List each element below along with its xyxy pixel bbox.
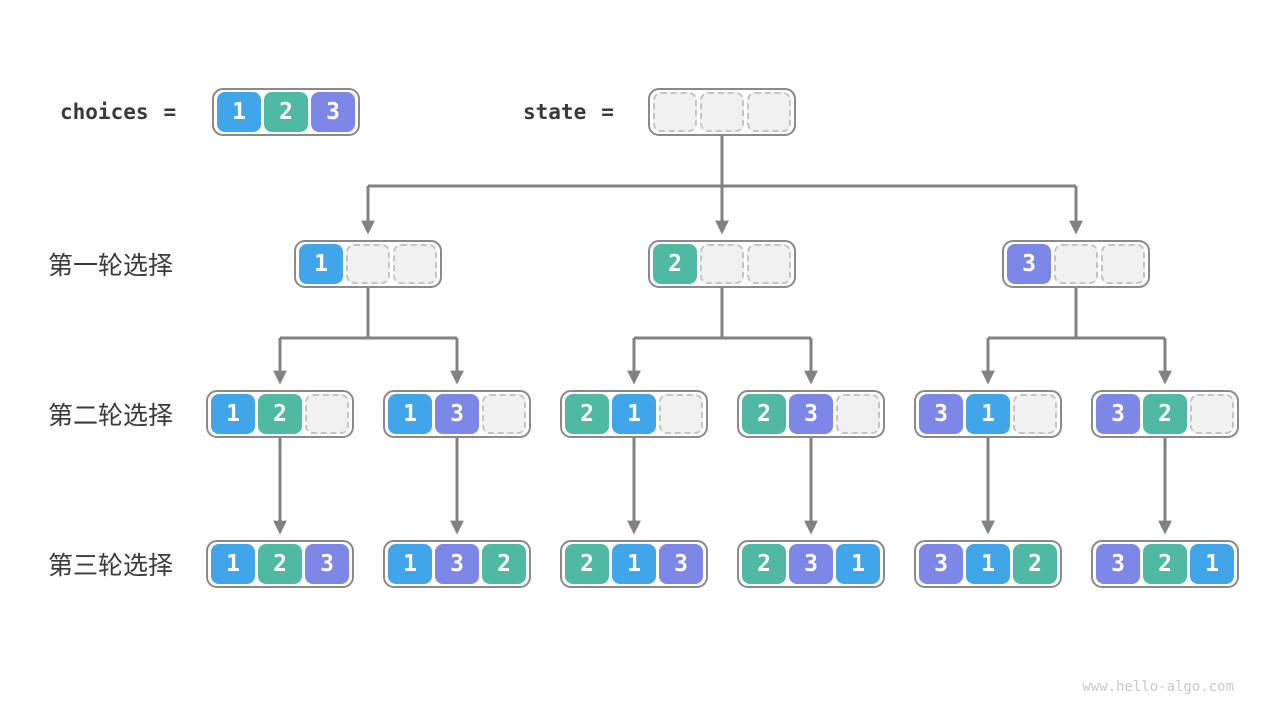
cell-value-1: 1 — [1190, 544, 1234, 584]
row-label-round-2: 第二轮选择 — [48, 402, 174, 430]
round1-to-round2-connectors — [273, 288, 1172, 385]
state-array-root — [648, 88, 796, 136]
cell-value-3: 3 — [919, 544, 963, 584]
root-to-round1-connectors — [361, 136, 1083, 235]
equals-sign: = — [601, 100, 614, 124]
cell-value-2: 2 — [264, 92, 308, 132]
equals-sign: = — [163, 100, 177, 124]
cell-value-1: 1 — [836, 544, 880, 584]
cell-value-1: 1 — [211, 544, 255, 584]
cell-empty — [747, 244, 791, 284]
cell-empty — [836, 394, 880, 434]
cell-empty — [700, 244, 744, 284]
cell-value-2: 2 — [1143, 394, 1187, 434]
cell-value-2: 2 — [653, 244, 697, 284]
cell-value-2: 2 — [742, 544, 786, 584]
cell-empty — [482, 394, 526, 434]
cell-value-2: 2 — [565, 544, 609, 584]
watermark: www.hello-algo.com — [1082, 679, 1234, 695]
cell-value-1: 1 — [388, 394, 432, 434]
cell-value-3: 3 — [919, 394, 963, 434]
cell-value-2: 2 — [258, 394, 302, 434]
cell-value-3: 3 — [305, 544, 349, 584]
cell-value-3: 3 — [789, 544, 833, 584]
cell-empty — [1013, 394, 1057, 434]
cell-empty — [346, 244, 390, 284]
cell-value-1: 1 — [217, 92, 261, 132]
cell-empty — [1054, 244, 1098, 284]
cell-empty — [700, 92, 744, 132]
state-equation: state = — [523, 88, 614, 136]
cell-value-1: 1 — [211, 394, 255, 434]
cell-empty — [393, 244, 437, 284]
cell-empty — [1190, 394, 1234, 434]
round2-to-round3-connectors — [273, 438, 1172, 535]
cell-value-3: 3 — [789, 394, 833, 434]
cell-value-2: 2 — [565, 394, 609, 434]
cell-value-2: 2 — [1013, 544, 1057, 584]
cell-value-3: 3 — [1096, 544, 1140, 584]
cell-value-2: 2 — [1143, 544, 1187, 584]
cell-value-1: 1 — [299, 244, 343, 284]
cell-value-1: 1 — [966, 544, 1010, 584]
cell-empty — [653, 92, 697, 132]
row-label-round-1: 第一轮选择 — [48, 252, 174, 280]
cell-value-3: 3 — [1007, 244, 1051, 284]
state-box-round1-2: 2 — [648, 240, 796, 288]
choices-label: choices — [60, 100, 149, 124]
cell-value-1: 1 — [612, 544, 656, 584]
cell-value-3: 3 — [311, 92, 355, 132]
cell-value-3: 3 — [1096, 394, 1140, 434]
cell-empty — [305, 394, 349, 434]
cell-value-3: 3 — [435, 394, 479, 434]
cell-empty — [747, 92, 791, 132]
cell-value-2: 2 — [742, 394, 786, 434]
state-label: state — [523, 100, 587, 124]
cell-value-2: 2 — [258, 544, 302, 584]
cell-value-1: 1 — [966, 394, 1010, 434]
choices-equation: choices = — [60, 88, 176, 136]
cell-value-2: 2 — [482, 544, 526, 584]
state-box-round1-1: 1 — [294, 240, 442, 288]
cell-value-1: 1 — [612, 394, 656, 434]
cell-empty — [659, 394, 703, 434]
cell-value-3: 3 — [659, 544, 703, 584]
cell-value-1: 1 — [388, 544, 432, 584]
row-label-round-3: 第三轮选择 — [48, 552, 174, 580]
cell-value-3: 3 — [435, 544, 479, 584]
state-box-round1-3: 3 — [1002, 240, 1150, 288]
cell-empty — [1101, 244, 1145, 284]
